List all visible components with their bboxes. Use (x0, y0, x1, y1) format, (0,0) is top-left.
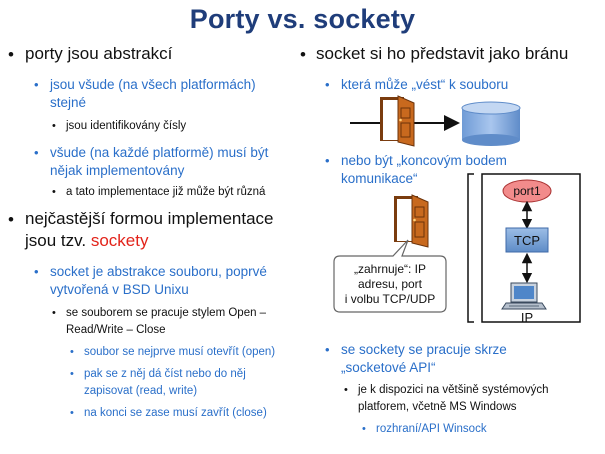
bullet-dot: • (70, 346, 74, 358)
left-subsub-open-rw-close-line1: se souborem se pracuje stylem Open – (66, 307, 267, 319)
bullet-dot: • (362, 423, 366, 435)
bullet-dot: • (344, 384, 348, 396)
left-sub-everywhere-line1: jsou všude (na všech platformách) (50, 77, 256, 92)
callout-line: i volbu TCP/UDP (344, 292, 436, 306)
left-bullet-ports-abstraction: porty jsou abstrakcí (25, 44, 173, 63)
bullet-dot: • (52, 307, 56, 319)
right-sub-socket-api-line2: „socketové API“ (341, 360, 436, 375)
bullet-dot: • (34, 264, 39, 279)
stack-bracket (467, 173, 474, 323)
right-sub-socket-api-line1: se sockety se pracuje skrze (341, 342, 507, 357)
database-icon (461, 101, 521, 146)
left-step-open: soubor se nejprve musí otevřít (open) (84, 346, 276, 358)
bullet-dot: • (34, 145, 39, 160)
bullet-dot: • (325, 153, 330, 168)
callout-line: „zahrnuje“: IP (353, 262, 427, 276)
bullet-dot: • (325, 77, 330, 92)
bullet-dot: • (70, 368, 74, 380)
computer-icon (501, 282, 547, 310)
bullet-dot: • (8, 210, 14, 229)
left-sub-implemented-line1: všude (na každé platformě) musí být (50, 145, 269, 160)
bullet-dot: • (325, 342, 330, 357)
right-sub-endpoint-line1: nebo být „koncovým bodem (341, 153, 507, 168)
bullet-dot: • (52, 120, 56, 132)
slide-title: Porty vs. sockety (189, 4, 416, 34)
right-subsub-available-line2: platforem, včetně MS Windows (358, 401, 517, 413)
tcp-label: TCP (514, 233, 540, 248)
left-sub-socket-abstraction-line1: socket je abstrakce souboru, poprvé (50, 264, 267, 279)
port-label: port1 (513, 184, 541, 198)
callout-bubble (333, 239, 447, 313)
bullet-dot: • (34, 77, 39, 92)
left-subsub-implementation-differs: a tato implementace již může být různá (66, 186, 266, 198)
callout-text: „zahrnuje“: IP adresu, port i volbu TCP/… (334, 262, 446, 307)
left-sub-everywhere-line2: stejné (50, 95, 87, 110)
sockety-highlight: sockety (90, 231, 149, 250)
left-subsub-open-rw-close-line2: Read/Write – Close (66, 324, 166, 336)
left-step-close: na konci se zase musí zavřít (close) (84, 407, 267, 419)
left-sub-implemented-line2: nějak implementovány (50, 163, 185, 178)
bullet-dot: • (8, 45, 14, 64)
right-sub-endpoint-line2: komunikace“ (341, 171, 418, 186)
left-sub-socket-abstraction-line2: vytvořená v BSD Unixu (50, 282, 189, 297)
bullet-dot: • (300, 45, 306, 64)
bullet-dot: • (70, 407, 74, 419)
left-subsub-numbers: jsou identifikovány čísly (66, 120, 187, 132)
right-sub-leads-to-file: která může „vést“ k souboru (341, 77, 509, 92)
bullet-dot: • (52, 186, 56, 198)
door-icon (394, 194, 429, 248)
right-subsub-available-line1: je k dispozici na většině systémových (358, 384, 549, 396)
ip-label: IP (520, 310, 534, 325)
left-bullet-common-form-line2: jsou tzv. sockety (25, 231, 149, 250)
left-bullet-common-form-line1: nejčastější formou implementace (25, 209, 274, 228)
right-bullet-socket-gate: socket si ho představit jako bránu (316, 44, 569, 63)
left-step-read-write-line2: zapisovat (read, write) (84, 385, 198, 397)
left-step-read-write-line1: pak se z něj dá číst nebo do něj (84, 368, 246, 380)
right-step-winsock: rozhraní/API Winsock (376, 423, 487, 435)
callout-line: adresu, port (357, 277, 423, 291)
tcp-box (505, 227, 549, 253)
door-icon (380, 95, 415, 147)
